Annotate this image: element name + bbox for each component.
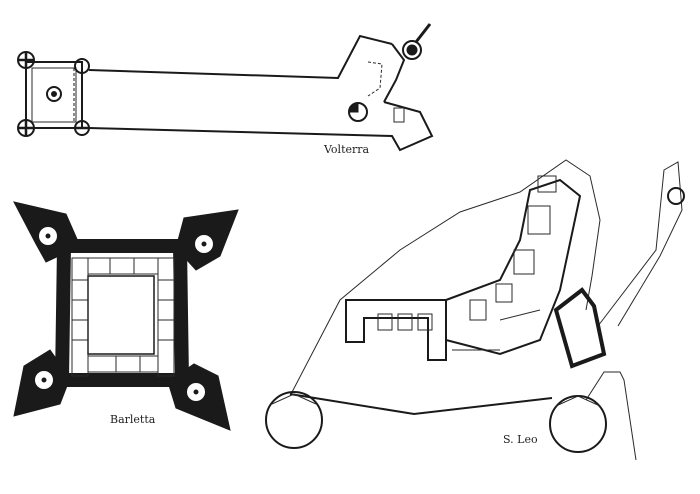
plan-barletta: Barletta: [13, 201, 239, 431]
volterra-inner-rooms: [367, 61, 383, 97]
volterra-gate-tower: [348, 102, 368, 122]
volterra-keep: [25, 61, 83, 129]
volterra-mastio-tower: [402, 23, 432, 60]
plan-sanleo: S. Leo: [265, 159, 685, 461]
sanleo-east-spur: [597, 161, 683, 327]
volterra-well-core: [51, 91, 57, 97]
sanleo-south-path: [585, 371, 637, 461]
sanleo-spur-tower: [667, 187, 685, 205]
barletta-rooms: [71, 257, 175, 377]
volterra-keep-inner: [31, 67, 77, 123]
barletta-bastion-sw: [13, 349, 71, 417]
sanleo-palace-ranges: [345, 175, 582, 361]
label-barletta: Barletta: [110, 413, 156, 426]
label-volterra: Volterra: [323, 143, 370, 156]
sanleo-tower-east: [549, 395, 607, 453]
volterra-keep-well: [46, 86, 62, 102]
label-sanleo: S. Leo: [503, 433, 538, 446]
plan-volterra: Volterra: [17, 23, 434, 156]
barletta-bastion-nw: [13, 201, 81, 263]
sanleo-curtain-wall: [289, 393, 553, 416]
volterra-north-wall: [88, 34, 393, 80]
barletta-courtyard: [87, 275, 155, 355]
sanleo-tower-west: [265, 391, 323, 449]
barletta-bastion-ne: [175, 209, 239, 271]
sanleo-east-bastion: [553, 287, 607, 369]
volterra-south-wall: [88, 101, 434, 152]
barletta-bastion-se: [167, 363, 231, 431]
volterra-gate-room: [393, 107, 405, 123]
volterra-new-fortress: [383, 43, 406, 103]
